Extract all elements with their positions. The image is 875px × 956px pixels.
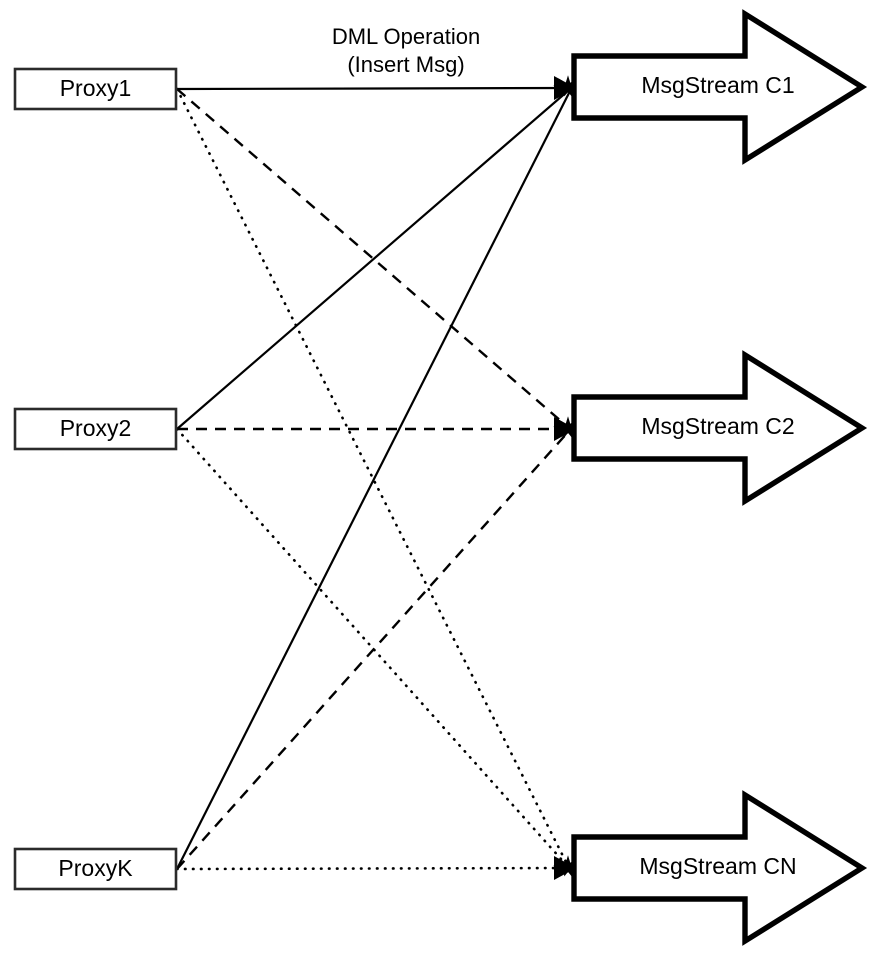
proxy-node-proxy2[interactable]: Proxy2 [13,407,178,451]
edge-caption-line1: DML Operation [332,24,480,49]
connection-p1-c2[interactable] [176,88,570,429]
arrowheads-layer [553,75,583,880]
connection-pk-c2[interactable] [176,430,570,870]
connection-p1-cn[interactable] [175,87,571,870]
streams-layer: MsgStream C1 MsgStream C2 MsgStream CN [571,9,868,946]
proxy-label: Proxy2 [60,415,132,441]
connection-pk-cn[interactable] [175,866,569,871]
connections-layer [175,86,571,871]
stream-arrow-shape [571,9,868,165]
edge-caption: DML Operation (Insert Msg) [332,24,480,77]
proxy-node-proxy1[interactable]: Proxy1 [13,67,178,111]
stream-label: MsgStream CN [639,853,796,879]
stream-node-stream-cn[interactable]: MsgStream CN [571,790,868,946]
stream-label: MsgStream C1 [641,72,794,98]
stream-node-stream-c2[interactable]: MsgStream C2 [571,350,868,506]
edge-caption-line2: (Insert Msg) [347,52,464,77]
proxy-box [13,407,178,451]
connection-p2-c1[interactable] [176,89,570,430]
proxy-box [13,847,178,891]
stream-arrow-shape [571,350,868,506]
connection-p1-c1[interactable] [176,86,570,91]
proxy-box [13,67,178,111]
stream-arrow-shape [571,790,868,946]
proxy-node-proxyK[interactable]: ProxyK [13,847,178,891]
stream-label: MsgStream C2 [641,413,794,439]
proxy-label: ProxyK [58,855,133,881]
connection-pk-c1[interactable] [176,90,571,870]
proxy-label: Proxy1 [60,75,132,101]
stream-node-stream-c1[interactable]: MsgStream C1 [571,9,868,165]
